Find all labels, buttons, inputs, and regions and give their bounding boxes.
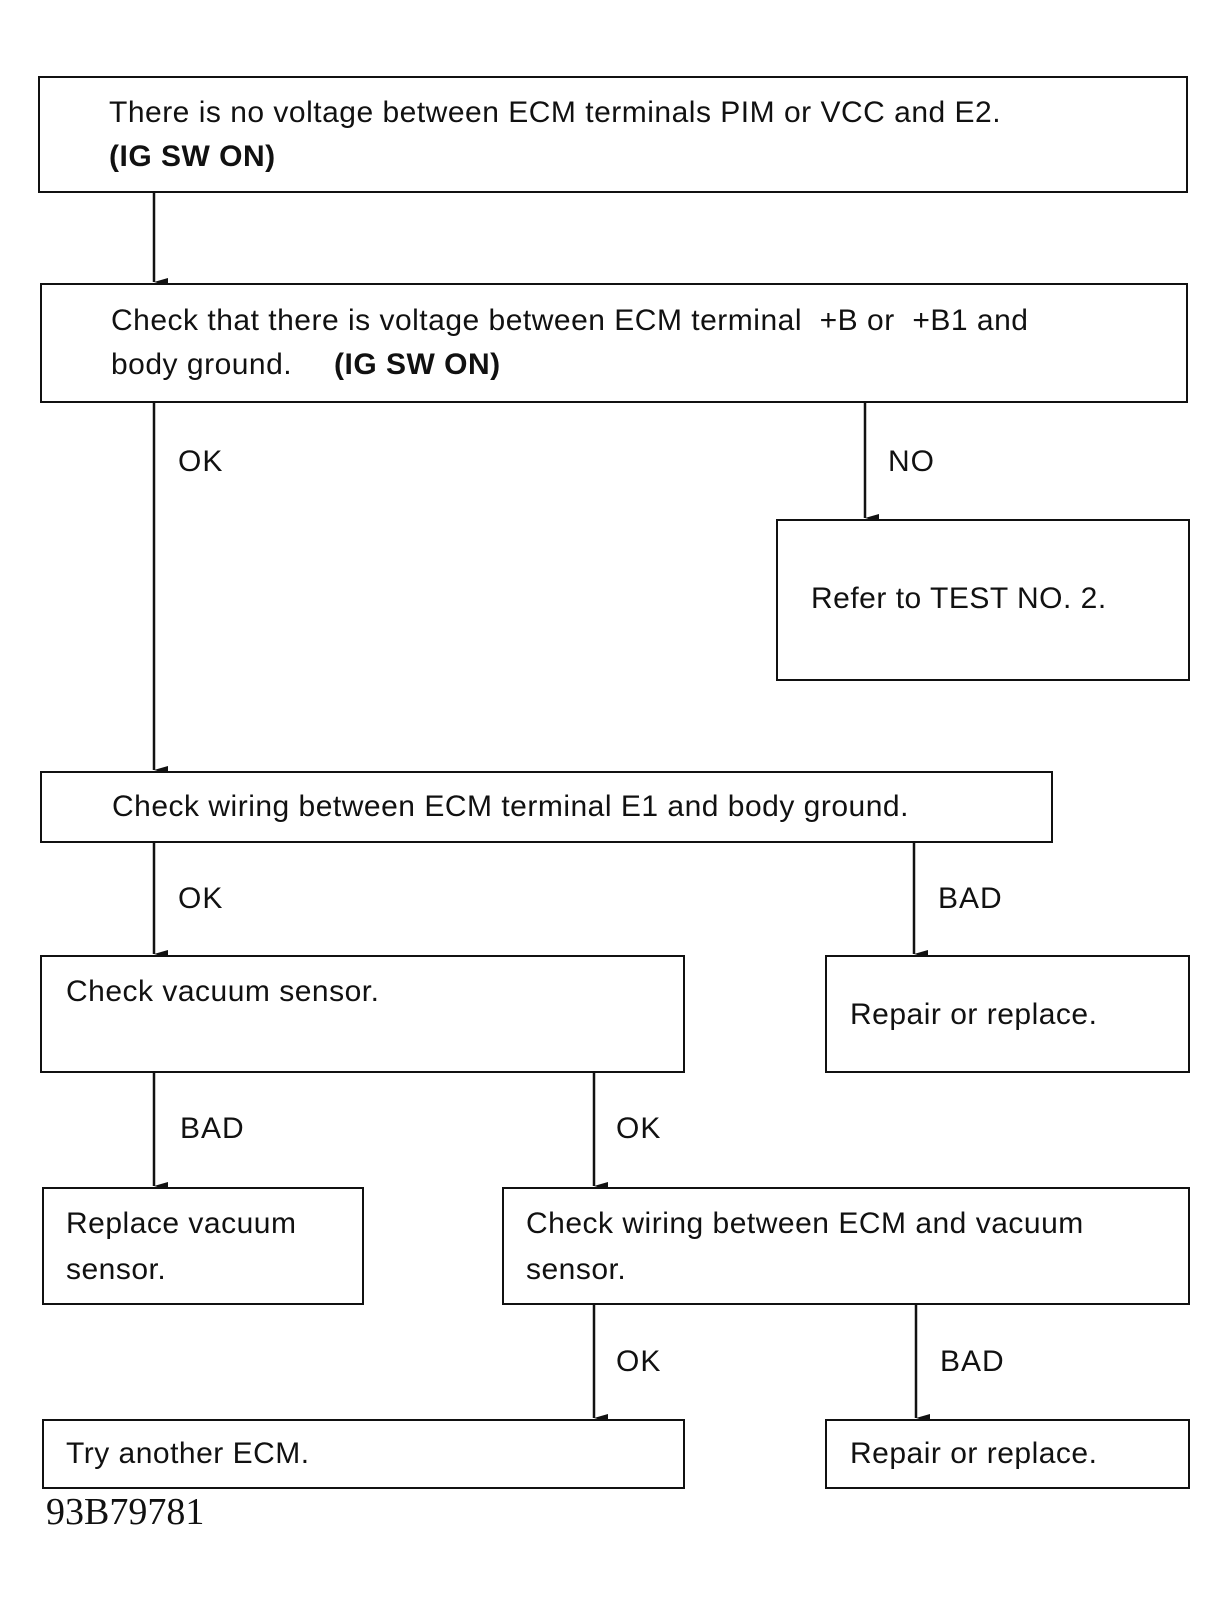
- box-refer-test: Refer to TEST NO. 2.: [776, 519, 1190, 681]
- box-try-another-ecm: Try another ECM.: [42, 1419, 685, 1489]
- box-repair-replace-1: Repair or replace.: [825, 955, 1190, 1073]
- box-check-b-voltage-igsw: (IG SW ON): [334, 348, 501, 381]
- box-check-b-voltage: Check that there is voltage between ECM …: [40, 283, 1188, 403]
- label-b4-ok: OK: [178, 882, 224, 915]
- label-b8-bad: BAD: [940, 1345, 1005, 1378]
- box-repair-replace-2: Repair or replace.: [825, 1419, 1190, 1489]
- box-no-voltage-line1: There is no voltage between ECM terminal…: [109, 96, 1002, 129]
- label-b5-ok: OK: [616, 1112, 662, 1145]
- box-try-another-ecm-text: Try another ECM.: [66, 1437, 310, 1470]
- box-no-voltage: There is no voltage between ECM terminal…: [38, 76, 1188, 193]
- box-replace-vacuum-sensor-line2: sensor.: [66, 1253, 167, 1286]
- box-check-b-voltage-line1: Check that there is voltage between ECM …: [111, 304, 1029, 337]
- label-b5-bad: BAD: [180, 1112, 245, 1145]
- label-b2-ok: OK: [178, 445, 224, 478]
- label-b4-bad: BAD: [938, 882, 1003, 915]
- label-b8-ok: OK: [616, 1345, 662, 1378]
- box-check-e1-wiring-text: Check wiring between ECM terminal E1 and…: [112, 790, 909, 823]
- box-repair-replace-1-text: Repair or replace.: [850, 998, 1098, 1031]
- box-replace-vacuum-sensor: Replace vacuum sensor.: [42, 1187, 364, 1305]
- box-check-b-voltage-line2: body ground.: [111, 348, 293, 381]
- box-check-vacuum-sensor: Check vacuum sensor.: [40, 955, 685, 1073]
- box-check-ecm-vacuum-wiring: Check wiring between ECM and vacuum sens…: [502, 1187, 1190, 1305]
- box-check-e1-wiring: Check wiring between ECM terminal E1 and…: [40, 771, 1053, 843]
- box-repair-replace-2-text: Repair or replace.: [850, 1437, 1098, 1470]
- box-check-vacuum-sensor-text: Check vacuum sensor.: [66, 975, 380, 1008]
- box-replace-vacuum-sensor-line1: Replace vacuum: [66, 1207, 297, 1240]
- box-refer-test-text: Refer to TEST NO. 2.: [811, 582, 1107, 615]
- figure-id: 93B79781: [46, 1491, 205, 1533]
- box-no-voltage-line2: (IG SW ON): [109, 140, 276, 173]
- box-check-ecm-vacuum-wiring-line1: Check wiring between ECM and vacuum: [526, 1207, 1084, 1240]
- label-b2-no: NO: [888, 445, 935, 478]
- box-check-ecm-vacuum-wiring-line2: sensor.: [526, 1253, 627, 1286]
